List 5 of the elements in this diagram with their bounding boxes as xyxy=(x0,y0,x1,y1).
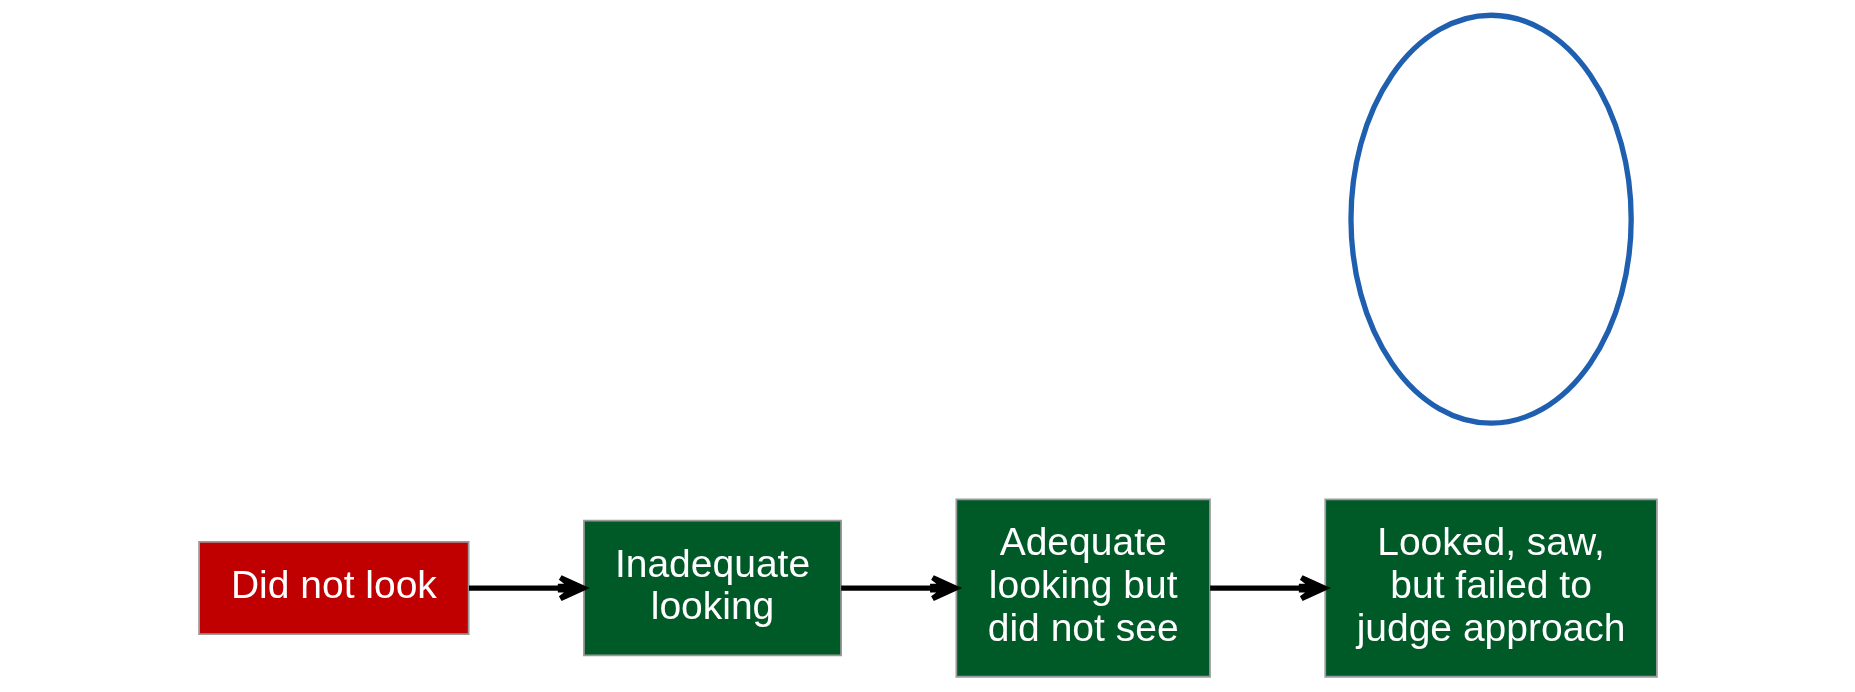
node-box: Inadequate looking xyxy=(582,519,842,657)
node-box: Adequate looking but did not see xyxy=(955,498,1211,678)
node-box: Did not look xyxy=(197,541,470,636)
node-box: Looked, saw, but failed to judge approach xyxy=(1323,498,1658,678)
node-circle xyxy=(1347,12,1634,426)
